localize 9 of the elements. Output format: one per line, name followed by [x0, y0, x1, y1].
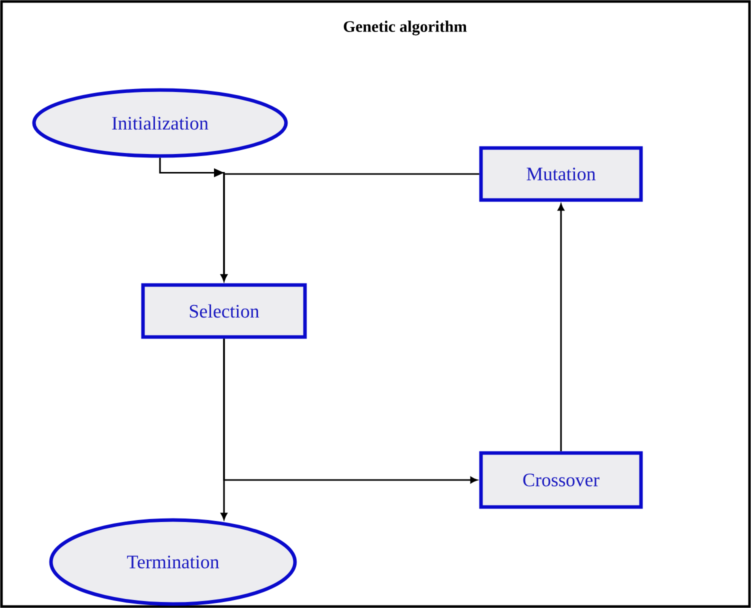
- process-box: Selection: [141, 283, 307, 339]
- title: Genetic algorithm: [344, 20, 467, 36]
- ellipse-node: Termination: [49, 518, 297, 606]
- arrow: [558, 204, 564, 452]
- process-box: Mutation: [479, 146, 643, 202]
- arrow: [220, 173, 480, 282]
- process-box: Crossover: [479, 451, 643, 509]
- ellipse-node: Initialization: [32, 88, 288, 158]
- arrow: [223, 338, 478, 484]
